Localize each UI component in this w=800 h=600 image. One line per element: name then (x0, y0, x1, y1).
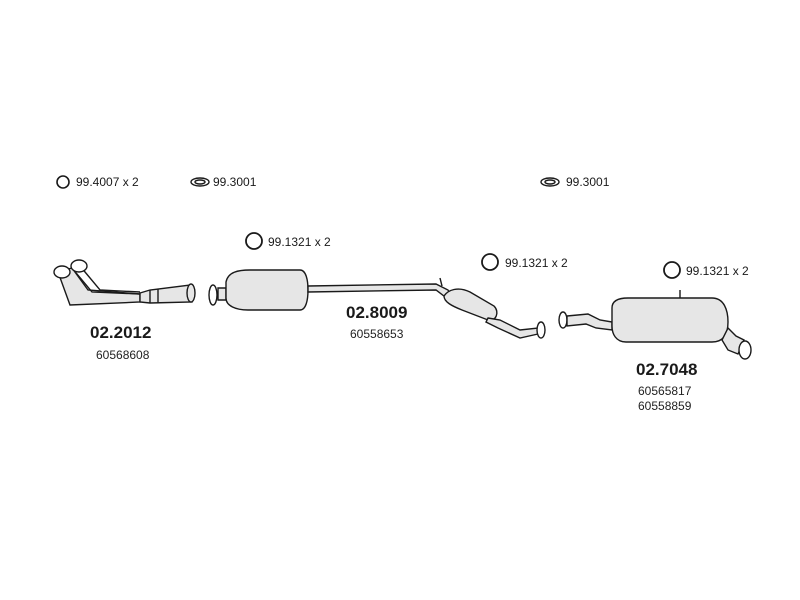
rear-muffler-part (558, 290, 752, 360)
oem-number: 60558859 (638, 399, 692, 413)
oem-number: 60558653 (350, 327, 404, 341)
part-code: 02.2012 (90, 323, 152, 342)
clamp-icon (190, 177, 210, 187)
oem-number: 60565817 (638, 384, 692, 398)
clamp-part-label: 99.3001 (566, 175, 610, 189)
clamp-part-label: 99.3001 (213, 175, 257, 189)
ring-part-label: 99.1321 x 2 (686, 264, 749, 278)
sealing-ring-icon (56, 175, 70, 189)
oem-number: 60568608 (96, 348, 150, 362)
clamp-icon (540, 177, 560, 187)
part-code: 02.7048 (636, 360, 698, 379)
ring-part-label: 99.4007 x 2 (76, 175, 139, 189)
front-pipe-part (53, 259, 196, 306)
ring-part-label: 99.1321 x 2 (505, 256, 568, 270)
sealing-ring-icon (663, 261, 681, 279)
middle-muffler-part (208, 269, 546, 339)
sealing-ring-icon (245, 232, 263, 250)
part-code: 02.8009 (346, 303, 408, 322)
ring-part-label: 99.1321 x 2 (268, 235, 331, 249)
sealing-ring-icon (481, 253, 499, 271)
